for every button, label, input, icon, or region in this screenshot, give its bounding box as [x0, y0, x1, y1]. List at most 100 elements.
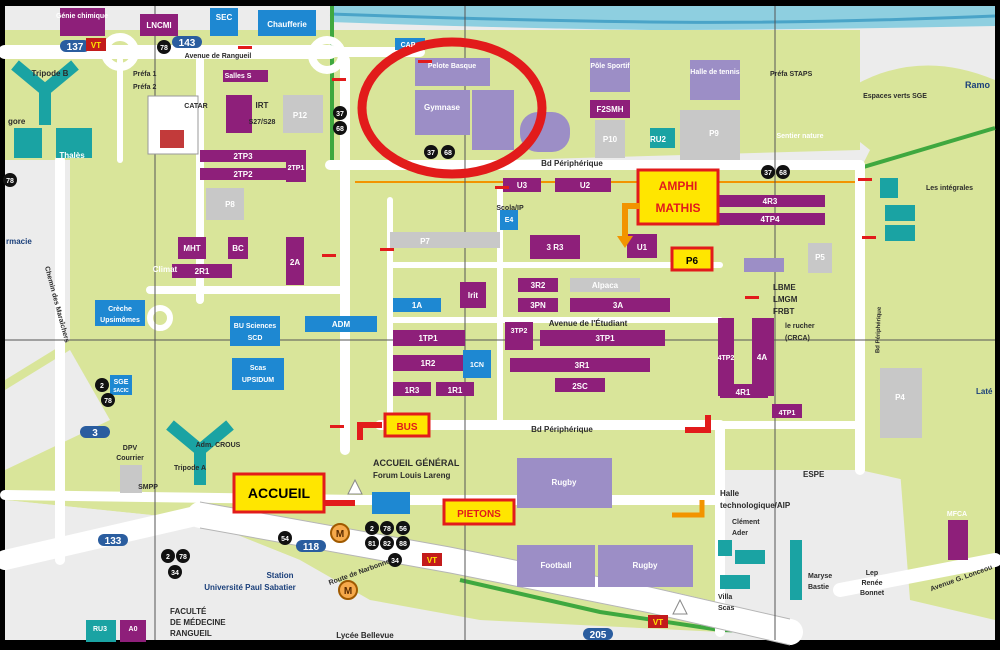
building-bc[interactable] — [228, 237, 248, 259]
bus-stop-s56[interactable] — [396, 521, 410, 535]
callout-accueil[interactable] — [232, 472, 326, 514]
building-1r3[interactable] — [393, 382, 431, 396]
building-clement-ader[interactable] — [718, 540, 732, 556]
building-irt[interactable] — [226, 95, 252, 133]
parking-p12[interactable] — [283, 95, 323, 133]
building-tripode-a[interactable] — [166, 420, 234, 485]
building-2sc[interactable] — [555, 378, 605, 392]
building-1tp1[interactable] — [393, 330, 465, 346]
bus-stop-s37[interactable] — [333, 106, 347, 120]
callout-pietons[interactable] — [442, 498, 516, 526]
callout-p6[interactable] — [670, 246, 714, 272]
parking-p7[interactable] — [390, 232, 500, 248]
building-maryse-bastie[interactable] — [790, 540, 802, 600]
bus-stop-s34b[interactable] — [168, 565, 182, 579]
building-sec[interactable] — [210, 8, 238, 36]
bus-stop-s54[interactable] — [278, 531, 292, 545]
building-ru2[interactable] — [650, 128, 675, 148]
bus-stop-s82[interactable] — [380, 536, 394, 550]
building-u1[interactable] — [627, 234, 657, 258]
building-bu-sciences[interactable] — [230, 316, 280, 346]
building-4tp2[interactable] — [718, 318, 734, 396]
bus-stop-s37c[interactable] — [761, 165, 775, 179]
building-4a[interactable] — [752, 318, 774, 396]
building-clement-ader-2[interactable] — [735, 550, 765, 564]
buildings[interactable] — [3, 8, 968, 642]
building-ru3[interactable] — [86, 620, 116, 642]
field-football[interactable] — [517, 545, 595, 587]
building-3tp2[interactable] — [505, 322, 533, 350]
building-3pn[interactable] — [518, 298, 558, 312]
building-chaufferie[interactable] — [258, 10, 316, 36]
building-dpv[interactable] — [120, 465, 142, 493]
building-2tp1[interactable] — [286, 150, 306, 182]
building-integrales-3[interactable] — [885, 225, 915, 241]
parking-p9[interactable] — [680, 110, 740, 160]
bus-stop-s2b[interactable] — [161, 549, 175, 563]
bus-stop-s78[interactable] — [380, 521, 394, 535]
bus-stop-s81[interactable] — [365, 536, 379, 550]
building-villa-1[interactable] — [720, 575, 750, 589]
bus-stop-s2[interactable] — [365, 521, 379, 535]
building-3r2[interactable] — [518, 278, 558, 292]
metro-icon-2[interactable] — [338, 580, 358, 600]
building-lncmi[interactable] — [140, 14, 178, 36]
parking-p5[interactable] — [808, 243, 832, 273]
building-integrales-1[interactable] — [880, 178, 898, 198]
building-u2[interactable] — [555, 178, 611, 192]
building-1r2[interactable] — [393, 355, 465, 371]
callout-amphi-mathis[interactable] — [636, 168, 720, 226]
building-mht[interactable] — [178, 237, 206, 259]
building-pole-sportif[interactable] — [590, 58, 630, 92]
building-e4[interactable] — [500, 210, 518, 230]
building-u3[interactable] — [503, 178, 541, 192]
bus-stop-s88[interactable] — [396, 536, 410, 550]
building-3r3[interactable] — [530, 235, 580, 259]
building-mfca[interactable] — [948, 520, 968, 560]
metro-icon[interactable] — [330, 523, 350, 543]
building-a0[interactable] — [120, 620, 146, 642]
bus-stop-s34[interactable] — [388, 553, 402, 567]
building-2r1[interactable] — [172, 264, 232, 278]
building-1r1[interactable] — [436, 382, 474, 396]
bus-stop-s37b[interactable] — [424, 145, 438, 159]
bus-stop-s2_left[interactable] — [95, 378, 109, 392]
bus-stop-s78_top[interactable] — [157, 40, 171, 54]
parking-p10[interactable] — [595, 120, 625, 158]
building-creche[interactable] — [95, 300, 145, 326]
building-4tp1[interactable] — [772, 404, 802, 418]
building-alpaca[interactable] — [570, 278, 640, 292]
building-salles-s[interactable] — [223, 70, 268, 82]
building-3tp1[interactable] — [540, 330, 665, 346]
building-2a[interactable] — [286, 237, 304, 285]
bus-stop-s78b[interactable] — [176, 549, 190, 563]
building-4r1[interactable] — [720, 384, 768, 398]
building-f2smh[interactable] — [590, 100, 630, 118]
building-genie-chimique[interactable] — [60, 8, 105, 36]
building-integrales-2[interactable] — [885, 205, 915, 221]
building-halle-sports[interactable] — [472, 90, 514, 150]
parking-p4[interactable] — [880, 368, 922, 438]
building-lbme[interactable] — [744, 258, 784, 272]
bus-stop-s68[interactable] — [333, 121, 347, 135]
building-1a[interactable] — [393, 298, 441, 312]
bus-stop-s78_sge[interactable] — [101, 393, 115, 407]
bus-stop-s78_left[interactable] — [3, 173, 17, 187]
building-1cn[interactable] — [463, 350, 491, 378]
building-halle-tennis[interactable] — [690, 60, 740, 100]
field-rugby-2[interactable] — [598, 545, 693, 587]
field-rugby[interactable] — [517, 458, 612, 508]
callout-bus[interactable] — [383, 412, 431, 438]
building-irit[interactable] — [460, 282, 486, 308]
building-sge[interactable] — [110, 375, 132, 395]
building-3a[interactable] — [570, 298, 670, 312]
building-accueil-general[interactable] — [372, 492, 410, 514]
building-adm[interactable] — [305, 316, 377, 332]
building-scas-upsidum[interactable] — [232, 358, 284, 390]
building-thales[interactable] — [56, 128, 92, 158]
parking-p8[interactable] — [206, 188, 244, 220]
building-2tp2[interactable] — [200, 168, 286, 180]
